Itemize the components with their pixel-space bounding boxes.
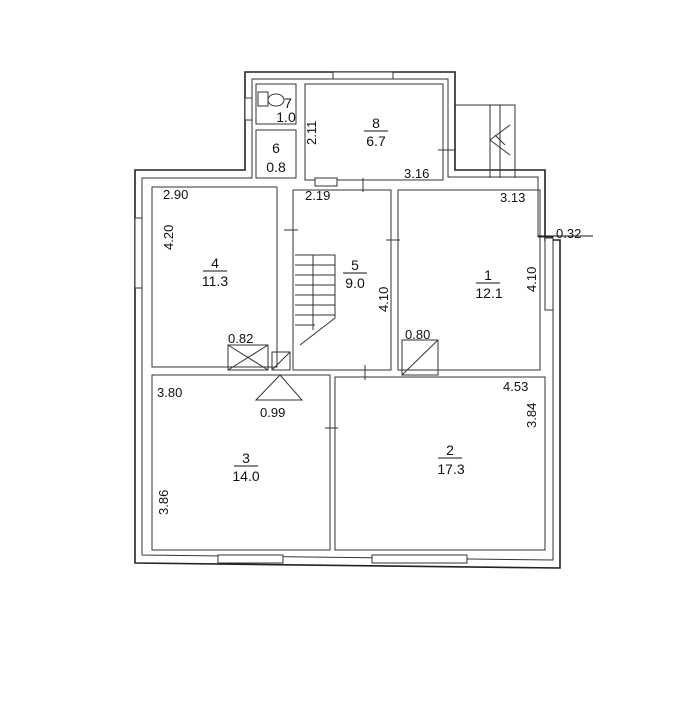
dim-label: 0.99 [260,405,285,420]
room-6-number: 6 [272,140,280,156]
dim-label: 3.80 [157,385,182,400]
room-5-number: 5 [351,257,359,273]
dim-label: 2.19 [305,188,330,203]
dim-label: 0.32 [556,226,581,241]
dim-label: 4.53 [503,379,528,394]
room-1-outline [397,189,541,371]
vent-left [227,344,304,401]
window [332,71,394,80]
room-8-number: 8 [372,115,380,131]
dim-label: 0.82 [228,331,253,346]
room-7-number: 7 [284,95,292,111]
window [244,97,253,121]
window [134,217,143,289]
dim-label: 4.10 [524,267,539,292]
toilet-icon [257,91,285,107]
window [371,554,468,564]
room-4-area: 11.3 [202,273,228,289]
porch-outline [455,104,516,178]
dim-label: 4.20 [161,225,176,250]
room-1-area: 12.1 [475,285,502,301]
inner-outer-wall [141,78,554,561]
porch-arrow [489,124,511,156]
staircase [295,254,336,346]
dim-label: 0.80 [405,327,430,342]
room-8-outline [304,83,444,181]
room-2-number: 2 [446,442,454,458]
room-2-area: 17.3 [437,461,464,477]
room-3-area: 14.0 [232,468,259,484]
room-6-area: 0.8 [266,159,286,175]
vent-right [401,339,439,376]
room-7-area: 1.0 [276,109,296,125]
room-7-outline [255,83,297,125]
dim-label: 3.13 [500,190,525,205]
room-5-outline [292,189,392,371]
window [314,177,338,187]
door-marks [284,149,455,429]
dim-label: 2.11 [304,121,319,145]
room-4-outline [151,186,278,368]
room-4-number: 4 [211,255,219,271]
window [217,554,284,564]
window [544,237,554,311]
dim-label: 2.90 [163,187,188,202]
dim-label: 3.84 [524,403,539,428]
room-5-area: 9.0 [345,275,365,291]
room-8-area: 6.7 [366,133,386,149]
room-1-number: 1 [484,267,492,283]
dim-label: 4.10 [376,287,391,312]
room-2-outline [334,376,546,551]
room-6-outline [255,129,297,179]
room-3-number: 3 [242,450,250,466]
outer-wall [134,71,561,569]
dim-label: 3.86 [156,490,171,515]
dim-label: 3.16 [404,166,429,181]
room-3-outline [151,374,331,551]
